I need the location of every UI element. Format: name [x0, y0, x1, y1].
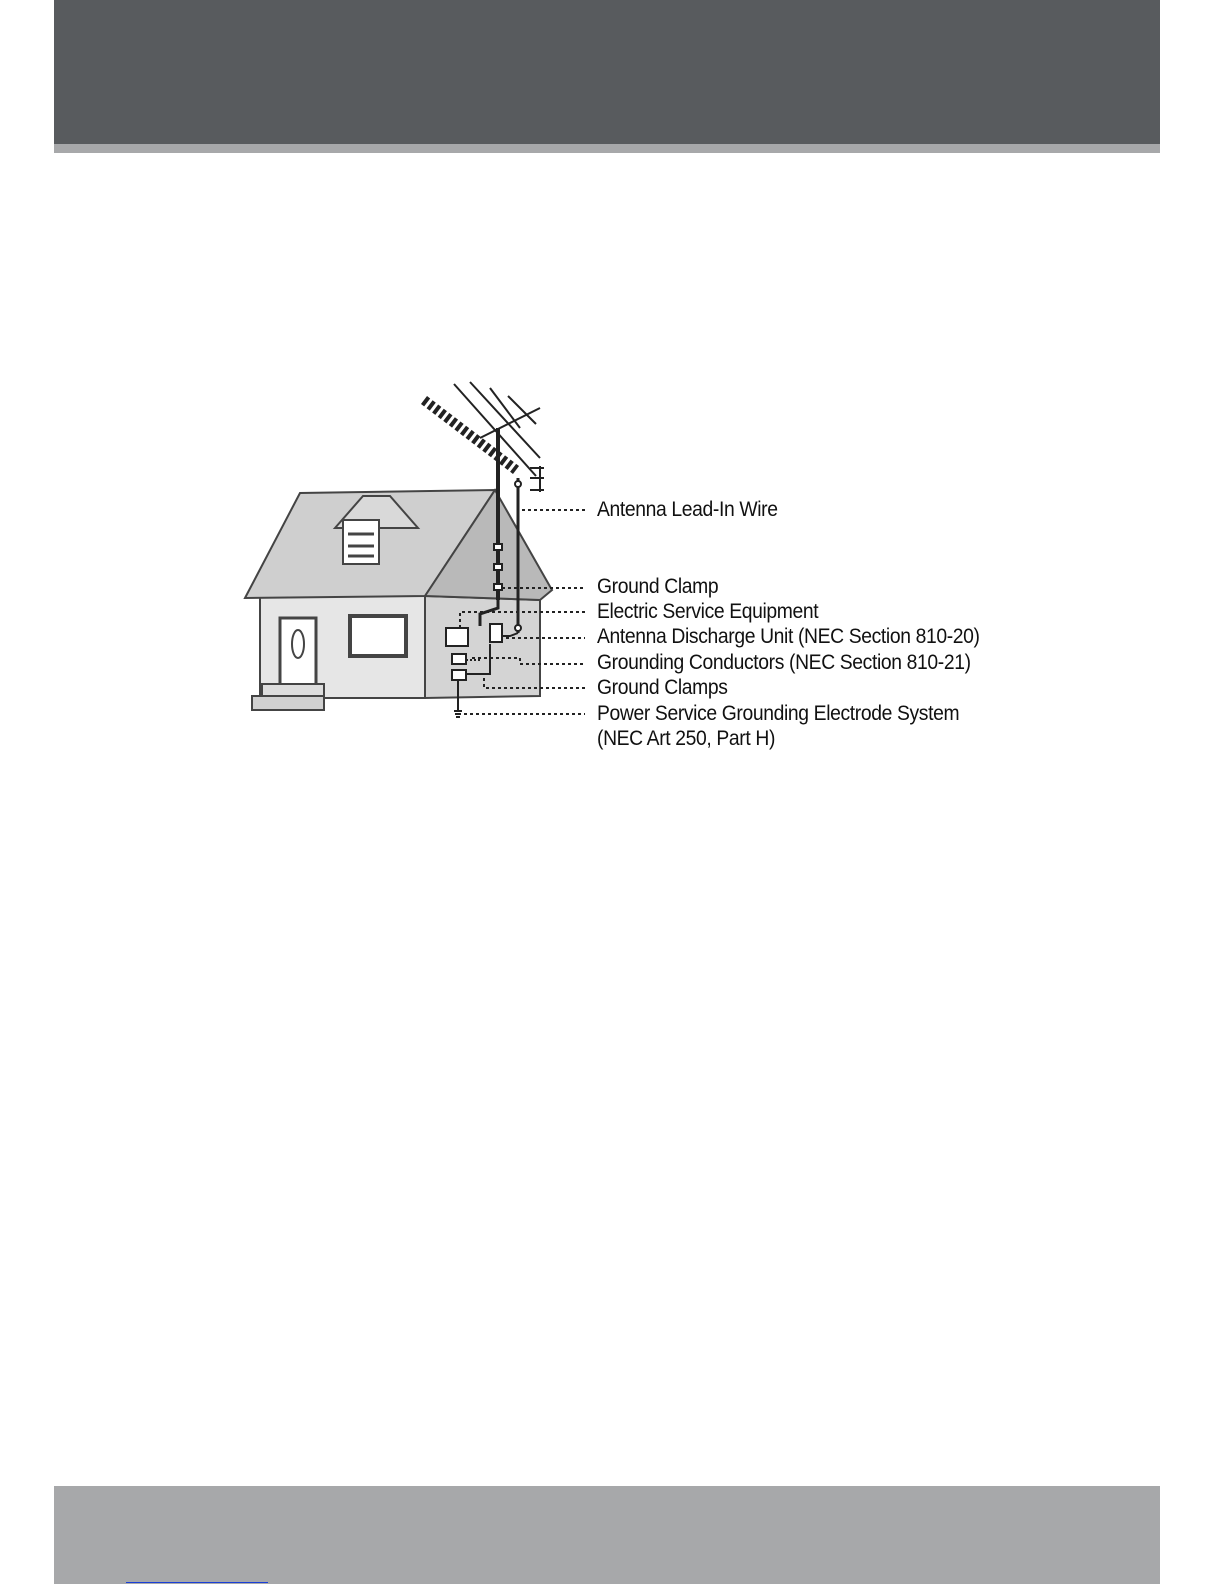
footer-link[interactable]: [126, 1568, 268, 1583]
header-rule: [54, 144, 1160, 153]
label-electric-service-equipment: Electric Service Equipment: [597, 600, 818, 624]
label-antenna-discharge-unit: Antenna Discharge Unit (NEC Section 810-…: [597, 625, 980, 649]
label-antenna-lead-in-wire: Antenna Lead-In Wire: [597, 498, 778, 522]
label-nec-art-250: (NEC Art 250, Part H): [597, 727, 775, 751]
label-grounding-conductors: Grounding Conductors (NEC Section 810-21…: [597, 651, 971, 675]
header-band: [54, 0, 1160, 144]
label-ground-clamp: Ground Clamp: [597, 575, 718, 599]
antenna-grounding-figure: Antenna Lead-In Wire Ground Clamp Electr…: [240, 378, 1040, 768]
label-power-service-grounding: Power Service Grounding Electrode System: [597, 702, 959, 726]
label-ground-clamps: Ground Clamps: [597, 676, 728, 700]
